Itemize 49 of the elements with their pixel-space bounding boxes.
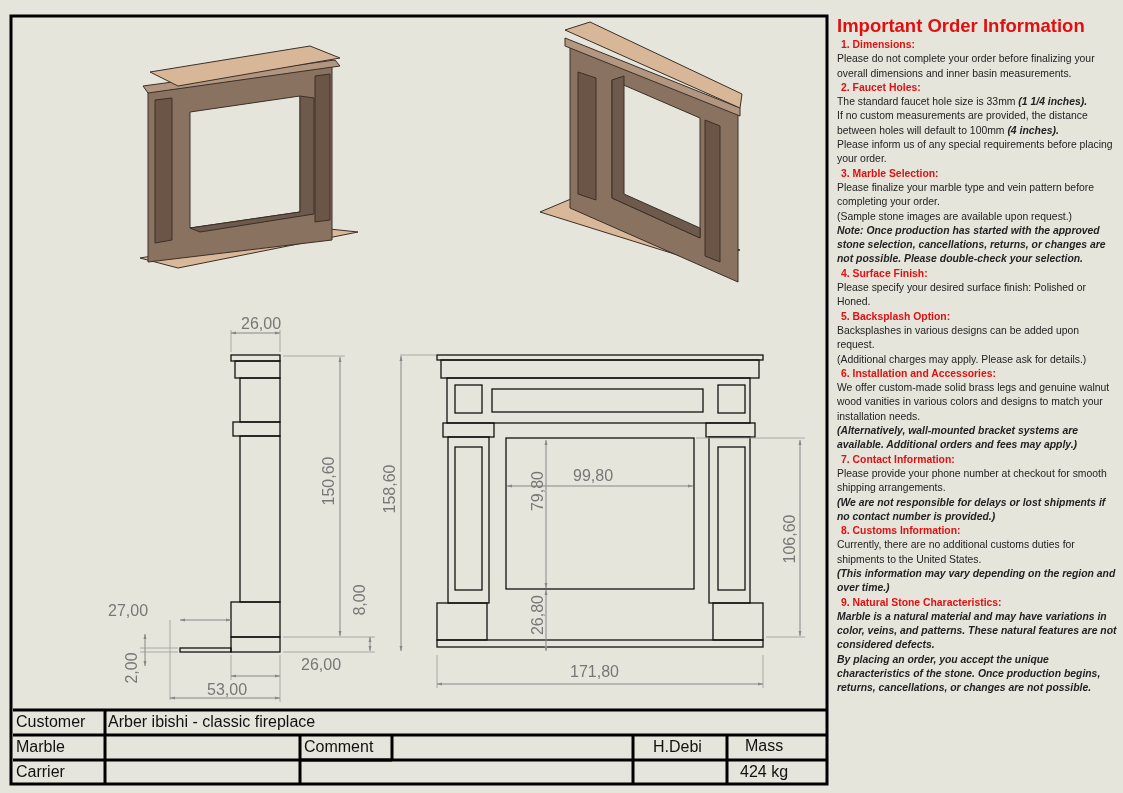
paragraph: Marble is a natural material and may have variations in color, veins, and patterns. These natural features are not considered defects. [837,609,1118,653]
dimension-value: 171,80 [570,664,619,680]
section-heading: 3. Marble Selection: [840,166,940,181]
panel-title: Important Order Information [837,15,1086,37]
paragraph: Please inform us of any special requirements before placing your order. [837,138,1114,167]
paragraph: Please provide your phone number at checkout for smooth shipping arrangements. [837,466,1108,496]
paragraph: We offer custom-made solid brass legs and genuine walnut wood vanities in various colors and designs to match your installation needs. [837,381,1111,424]
section-heading: 4. Surface Finish: [840,266,929,281]
dimension-value: 26,80 [530,595,546,635]
section-heading: 9. Natural Stone Characteristics: [840,595,1003,610]
dimension-value: 99,80 [573,468,614,484]
dimension-value: 106,60 [782,514,799,564]
dimension-value: 2,00 [123,652,140,684]
section-heading: 8. Customs Information: [840,524,962,539]
field-label: Marble [16,738,65,756]
paragraph: Please do not complete your order before finalizing your overall dimensions and inner basin measurements. [837,52,1096,81]
dimension-value: 53,00 [207,682,248,698]
paragraph: Currently, there are no additional customs duties for shipments to the United States. [837,538,1076,567]
dimension-value: 8,00 [351,584,368,616]
field-value: Arber ibishi - classic fireplace [108,713,316,731]
section-heading: 6. Installation and Accessories: [840,366,997,381]
dimension-value: 158,60 [382,464,399,514]
field-label: Comment [304,738,374,756]
paragraph: Please finalize your marble type and vein pattern before completing your order. [837,180,1096,210]
field-value: H.Debi [653,738,702,756]
field-label: Carrier [16,763,65,781]
field-value: 424 kg [740,763,789,781]
section-heading: 1. Dimensions: [840,38,916,52]
paragraph: Please specify your desired surface finish: Polished or Honed. [837,281,1087,310]
paragraph: (Sample stone images are available upon request.) [837,209,1074,224]
section-heading: 2. Faucet Holes: [840,80,922,95]
paragraph: Backsplashes in various designs can be added upon request. [837,323,1081,353]
paragraph: (We are not responsible for delays or lost shipments if no contact number is provided.) [837,495,1107,524]
paragraph: (Alternatively, wall-mounted bracket systems are available. Additional orders and fees may apply.) [837,424,1079,453]
paragraph: The standard faucet hole size is 33mm (1 1/4 inches). [837,95,1089,110]
paragraph: Note: Once production has started with the approved stone selection, cancellations, returns, or changes are not possible. Please double-check your selection. [837,223,1107,267]
paragraph: (Additional charges may apply. Please ask for details.) [837,352,1088,367]
dimension-value: 26,00 [241,316,282,332]
dimension-value: 27,00 [108,603,149,619]
dimension-value: 79,80 [530,471,546,511]
section-heading: 5. Backsplash Option: [840,309,952,324]
dimension-value: 26,00 [301,657,342,673]
field-label: Mass [745,737,784,755]
section-heading: 7. Contact Information: [840,452,956,467]
field-label: Customer [16,713,86,731]
paragraph: By placing an order, you accept the unique characteristics of the stone. Once production begins, returns, cancellations, or changes are not possible. [837,652,1102,696]
paragraph: (This information may vary depending on the region and over time.) [837,567,1117,596]
dimension-value: 150,60 [321,456,338,506]
paragraph: If no custom measurements are provided, the distance between holes will default to 100mm (4 inches). [837,109,1089,138]
